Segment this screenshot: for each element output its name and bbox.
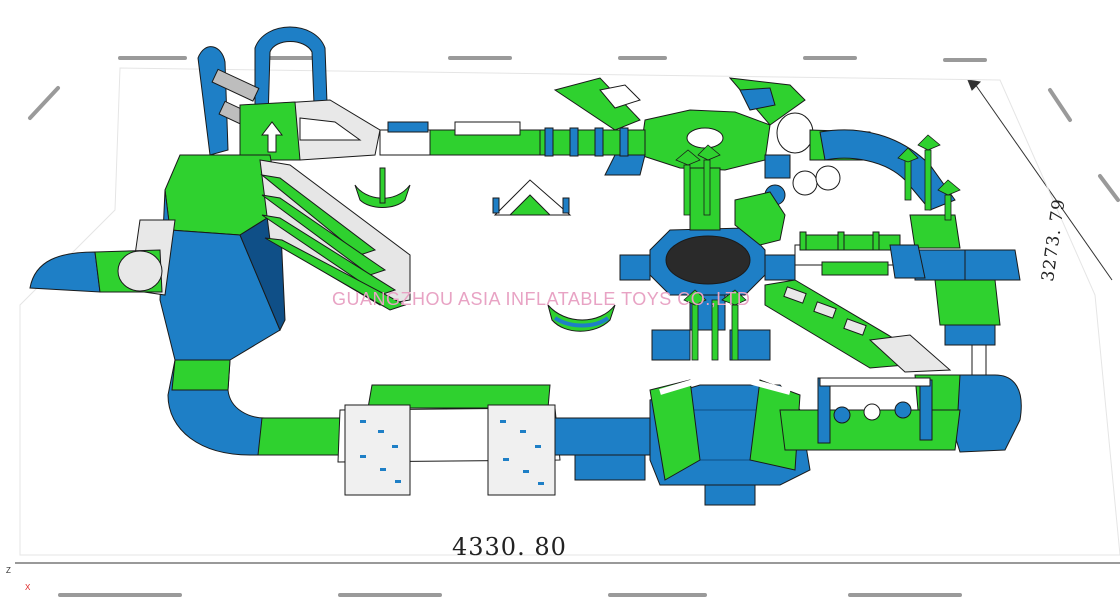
dimension-frame: [15, 79, 1120, 564]
swing-gate: [779, 377, 961, 451]
balance-bridge: [794, 231, 926, 279]
right-walkway: [909, 214, 1022, 453]
central-trampoline: [619, 227, 796, 361]
left-tower-slide: [129, 26, 411, 361]
palm-trees: [675, 134, 961, 361]
axis-indicator-z: Z: [6, 566, 11, 575]
watermark-text: GUANGZHOU ASIA INFLATABLE TOYS CO.,LTD: [332, 289, 751, 309]
floating-pieces: [354, 167, 616, 332]
top-walkway: [379, 121, 646, 157]
bottom-center-tower: [554, 377, 811, 506]
water-area-outline: [19, 67, 1120, 556]
climbing-walls: [337, 384, 561, 496]
axis-indicator-x: X: [25, 583, 31, 592]
width-dimension-label: 4330. 80: [452, 533, 567, 561]
left-tube-landing: [29, 249, 163, 293]
dimension-ticks: [28, 56, 1120, 597]
diagonal-bridge: [764, 279, 952, 373]
bottom-walkway: [167, 359, 341, 456]
top-right-section: [734, 112, 956, 246]
